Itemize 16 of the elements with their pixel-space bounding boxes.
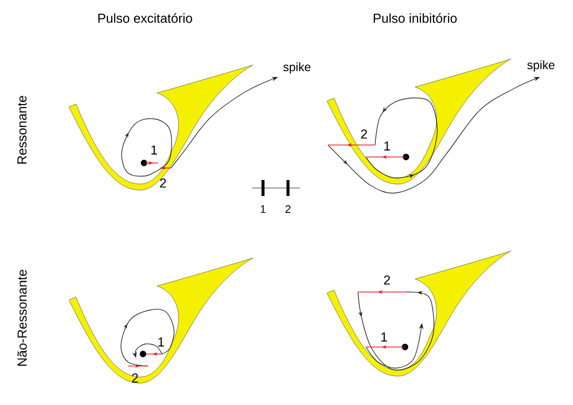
timeline-number: 2 <box>286 205 290 213</box>
trajectory-label: spike <box>527 60 554 72</box>
pulse-number: 2 <box>384 275 390 285</box>
timeline-number: 1 <box>260 205 266 213</box>
column-title: Pulso inibitório <box>374 13 457 23</box>
column-title: Pulso excitatório <box>98 13 192 23</box>
pulse-number: 2 <box>160 178 166 188</box>
trajectory-label: spike <box>283 62 310 74</box>
pulse-number: 2 <box>132 373 138 383</box>
pulse-number: 1 <box>151 146 157 154</box>
pulse-number: 1 <box>158 338 164 346</box>
row-title: Ressonante <box>17 96 27 164</box>
row-title: Não-Ressonante <box>17 270 27 366</box>
pulse-number: 1 <box>381 332 387 342</box>
pulse-number: 1 <box>384 142 390 150</box>
pulse-number: 2 <box>361 129 367 139</box>
